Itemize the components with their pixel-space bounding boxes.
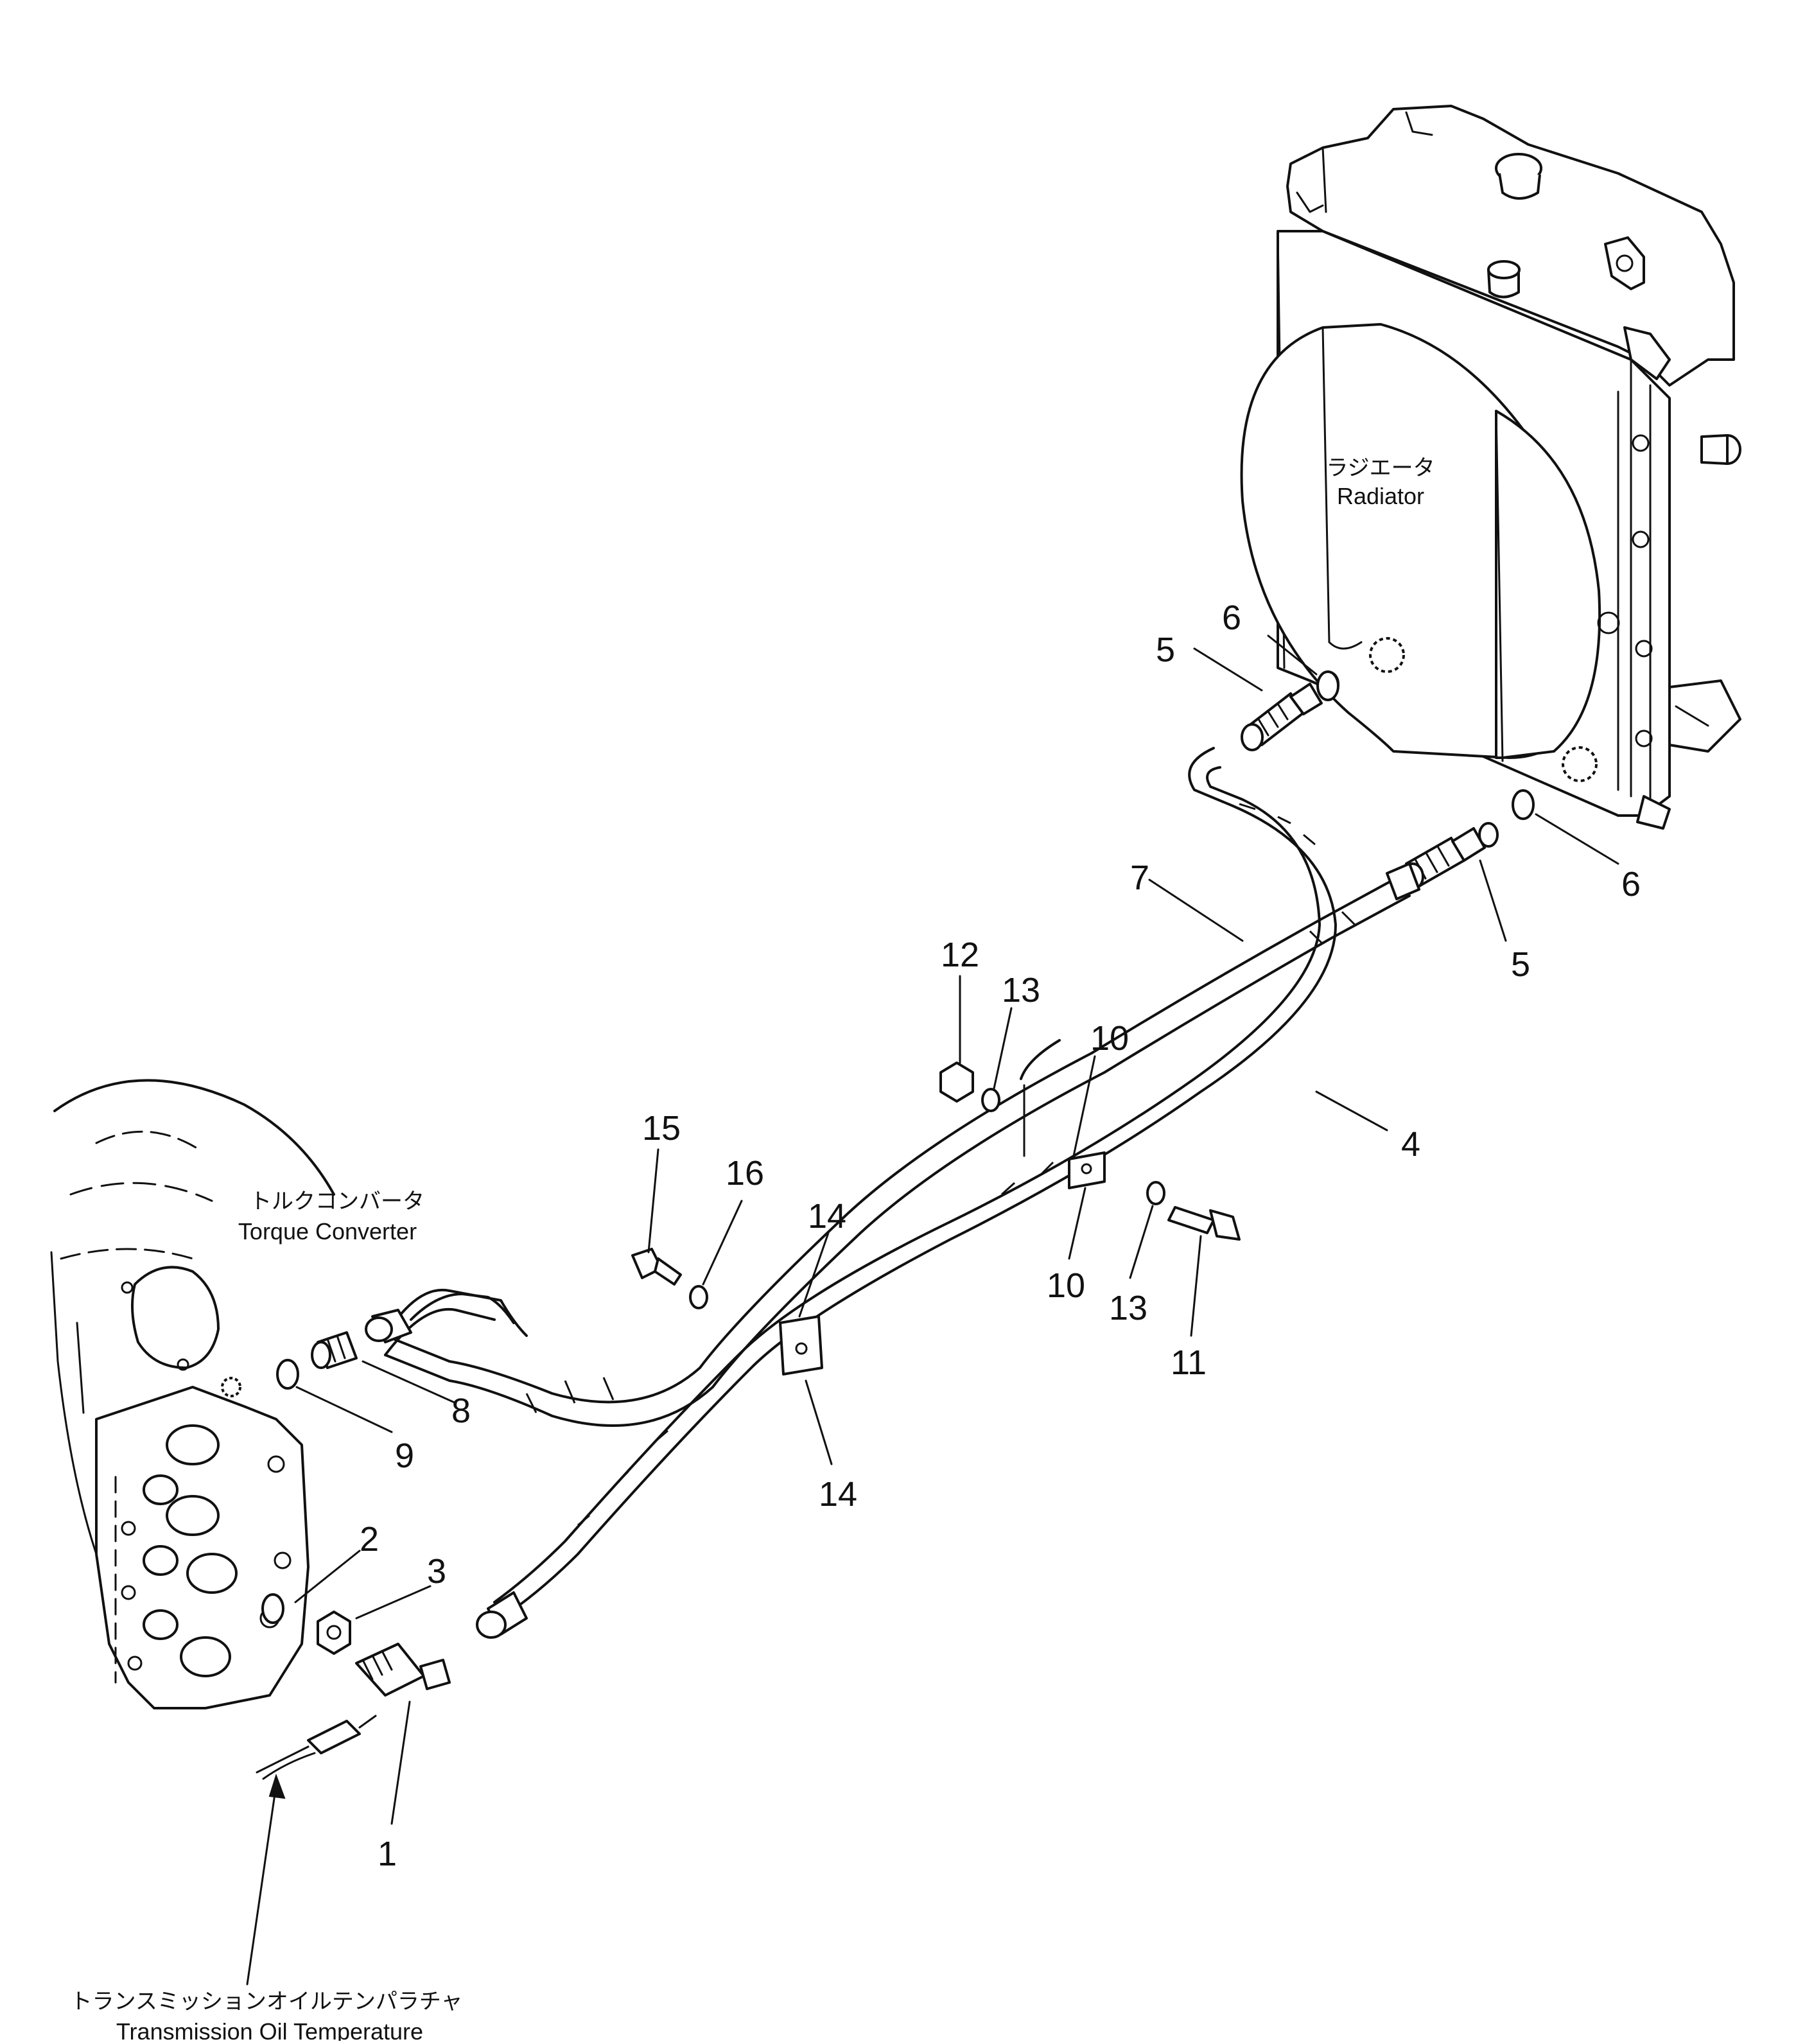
bolt-11 xyxy=(1167,1206,1241,1241)
radiator: ラジエータ Radiator xyxy=(1240,105,1741,830)
callout-6-lower: 6 xyxy=(1621,865,1641,904)
trans-temp-label-jp: トランスミッションオイルテンパラチャ xyxy=(71,1989,463,2014)
o-ring-6-lower xyxy=(1512,789,1535,820)
callout-6-upper: 6 xyxy=(1222,598,1241,637)
o-ring-2 xyxy=(261,1593,284,1624)
tee-fitting-1 xyxy=(355,1643,451,1697)
callout-7: 7 xyxy=(1130,859,1149,897)
callout-3: 3 xyxy=(427,1552,446,1591)
callout-numbers: 1 2 3 4 5 5 6 6 7 8 9 10 10 11 12 13 13 … xyxy=(360,598,1641,1873)
fitting-5-lower xyxy=(1386,822,1499,900)
callout-8: 8 xyxy=(451,1392,471,1430)
clamp-14 xyxy=(779,1315,823,1376)
nut-12 xyxy=(939,1061,974,1103)
callout-5-upper: 5 xyxy=(1156,631,1175,669)
bolt-15 xyxy=(631,1248,682,1286)
callout-13-lower: 13 xyxy=(1109,1289,1147,1327)
callout-10-lower: 10 xyxy=(1047,1266,1085,1305)
washer-13-lower xyxy=(1146,1181,1165,1205)
callout-14-upper: 14 xyxy=(808,1197,846,1236)
callout-4: 4 xyxy=(1401,1125,1420,1164)
hose-7-upper xyxy=(493,747,1337,1620)
callout-1: 1 xyxy=(378,1835,397,1873)
hose-end-lower xyxy=(476,1591,528,1639)
pipe-8 xyxy=(365,1293,515,1343)
torque-converter-label-en: Torque Converter xyxy=(238,1218,417,1245)
radiator-label-en: Radiator xyxy=(1337,483,1424,509)
hose-to-converter xyxy=(384,1288,528,1356)
o-ring-9 xyxy=(276,1359,299,1390)
washer-16 xyxy=(689,1285,708,1309)
callout-12: 12 xyxy=(941,936,979,974)
hose-4-lower xyxy=(384,878,1411,1427)
callout-10-upper: 10 xyxy=(1090,1019,1129,1058)
nut-3 xyxy=(317,1611,351,1655)
trans-temp-label-en: Transmission Oil Temperature xyxy=(116,2018,423,2041)
callout-15: 15 xyxy=(642,1109,681,1148)
callout-11: 11 xyxy=(1171,1343,1207,1382)
leader-lines xyxy=(246,634,1619,1986)
callout-16: 16 xyxy=(726,1154,764,1192)
torque-converter-label-jp: トルクコンバータ xyxy=(250,1189,424,1214)
temp-sensor xyxy=(256,1715,377,1780)
callout-2: 2 xyxy=(360,1520,379,1559)
torque-converter: トルクコンバータ Torque Converter xyxy=(50,1079,424,1709)
washer-13-upper xyxy=(981,1088,1000,1112)
callout-5-lower: 5 xyxy=(1511,945,1530,984)
o-ring-6-upper xyxy=(1316,670,1339,701)
callout-14-lower: 14 xyxy=(819,1475,857,1514)
clamp-10 xyxy=(1020,1039,1106,1189)
radiator-label-jp: ラジエータ xyxy=(1326,456,1435,480)
callout-9: 9 xyxy=(395,1437,414,1475)
callout-13-upper: 13 xyxy=(1002,971,1040,1009)
fitting-8 xyxy=(311,1331,358,1369)
